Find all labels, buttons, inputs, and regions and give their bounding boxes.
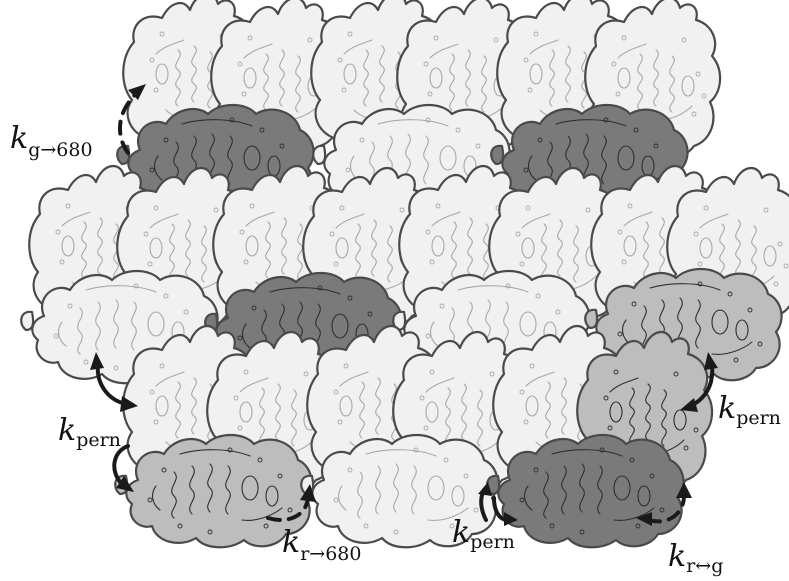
protein-nub	[313, 146, 325, 164]
protein-outline	[498, 435, 683, 547]
label-k-r-g: kr↔g	[668, 539, 723, 577]
label-k-pern-left: kpern	[58, 413, 121, 451]
protein-nub	[585, 310, 597, 328]
protein-nub	[491, 146, 503, 164]
protein-lattice	[21, 0, 789, 547]
protein-nub	[21, 312, 33, 330]
label-k-pern-right: kpern	[718, 391, 781, 429]
label-k-g-680: kg→680	[10, 121, 93, 161]
